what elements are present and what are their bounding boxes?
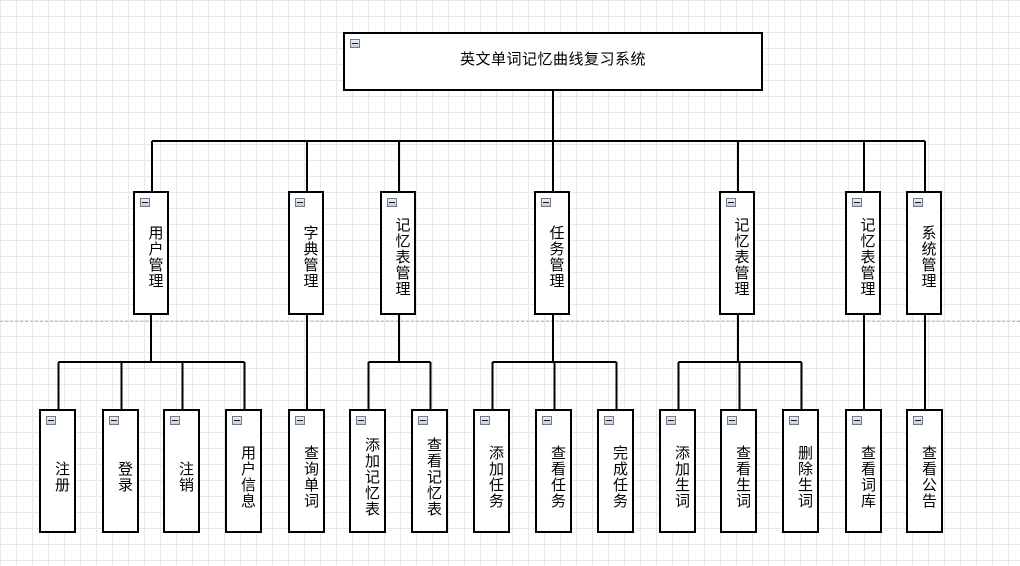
collapse-toggle-icon[interactable] [913,198,923,207]
node-label: 添加记忆表 [363,437,381,517]
collapse-toggle-icon[interactable] [727,416,737,425]
function-node[interactable]: 查看生词 [720,409,757,533]
collapse-toggle-icon[interactable] [852,198,862,207]
module-node[interactable]: 任务管理 [534,191,570,315]
collapse-toggle-icon[interactable] [418,416,428,425]
collapse-toggle-icon[interactable] [295,198,305,207]
module-node[interactable]: 记忆表管理 [380,191,416,315]
collapse-toggle-icon[interactable] [542,416,552,425]
collapse-toggle-icon[interactable] [232,416,242,425]
node-label: 记忆表管理 [393,217,412,297]
function-node[interactable]: 注销 [163,409,200,533]
node-label: 记忆表管理 [858,217,877,297]
collapse-toggle-icon[interactable] [789,416,799,425]
module-node[interactable]: 记忆表管理 [719,191,755,315]
function-node[interactable]: 添加记忆表 [349,409,386,533]
function-node[interactable]: 查询单词 [288,409,325,533]
node-label: 任务管理 [547,225,566,289]
node-label: 添加生词 [673,445,691,509]
function-node[interactable]: 登录 [102,409,139,533]
node-label: 字典管理 [301,225,320,289]
node-label: 查看公告 [920,445,938,509]
module-node[interactable]: 系统管理 [906,191,942,315]
node-label: 添加任务 [487,445,505,509]
collapse-toggle-icon[interactable] [170,416,180,425]
function-node[interactable]: 完成任务 [597,409,634,533]
collapse-toggle-icon[interactable] [480,416,490,425]
node-label: 英文单词记忆曲线复习系统 [459,50,646,68]
collapse-toggle-icon[interactable] [295,416,305,425]
node-label: 查看任务 [549,445,567,509]
function-node[interactable]: 添加任务 [473,409,510,533]
node-label: 查询单词 [302,445,320,509]
node-label: 删除生词 [796,445,814,509]
node-label: 查看生词 [734,445,752,509]
node-label: 查看记忆表 [425,437,443,517]
node-label: 系统管理 [919,225,938,289]
collapse-toggle-icon[interactable] [387,198,397,207]
node-label: 查看词库 [859,445,877,509]
module-node[interactable]: 字典管理 [288,191,324,315]
function-node[interactable]: 添加生词 [659,409,696,533]
collapse-toggle-icon[interactable] [350,39,360,48]
node-label: 注册 [53,461,71,493]
collapse-toggle-icon[interactable] [726,198,736,207]
node-label: 记忆表管理 [732,217,751,297]
function-node[interactable]: 查看记忆表 [411,409,448,533]
collapse-toggle-icon[interactable] [913,416,923,425]
function-node[interactable]: 查看公告 [906,409,943,533]
page-break-line [0,321,1020,322]
node-label: 用户信息 [239,445,257,509]
function-node[interactable]: 注册 [39,409,76,533]
module-node[interactable]: 记忆表管理 [845,191,881,315]
collapse-toggle-icon[interactable] [356,416,366,425]
node-label: 用户管理 [146,225,165,289]
collapse-toggle-icon[interactable] [604,416,614,425]
module-node[interactable]: 用户管理 [133,191,169,315]
collapse-toggle-icon[interactable] [46,416,56,425]
root-node[interactable]: 英文单词记忆曲线复习系统 [343,32,763,91]
collapse-toggle-icon[interactable] [140,198,150,207]
collapse-toggle-icon[interactable] [852,416,862,425]
node-label: 登录 [116,461,134,493]
function-node[interactable]: 用户信息 [225,409,262,533]
node-label: 完成任务 [611,445,629,509]
function-node[interactable]: 删除生词 [782,409,819,533]
function-node[interactable]: 查看词库 [845,409,882,533]
collapse-toggle-icon[interactable] [666,416,676,425]
function-node[interactable]: 查看任务 [535,409,572,533]
collapse-toggle-icon[interactable] [109,416,119,425]
collapse-toggle-icon[interactable] [541,198,551,207]
node-label: 注销 [177,461,195,493]
